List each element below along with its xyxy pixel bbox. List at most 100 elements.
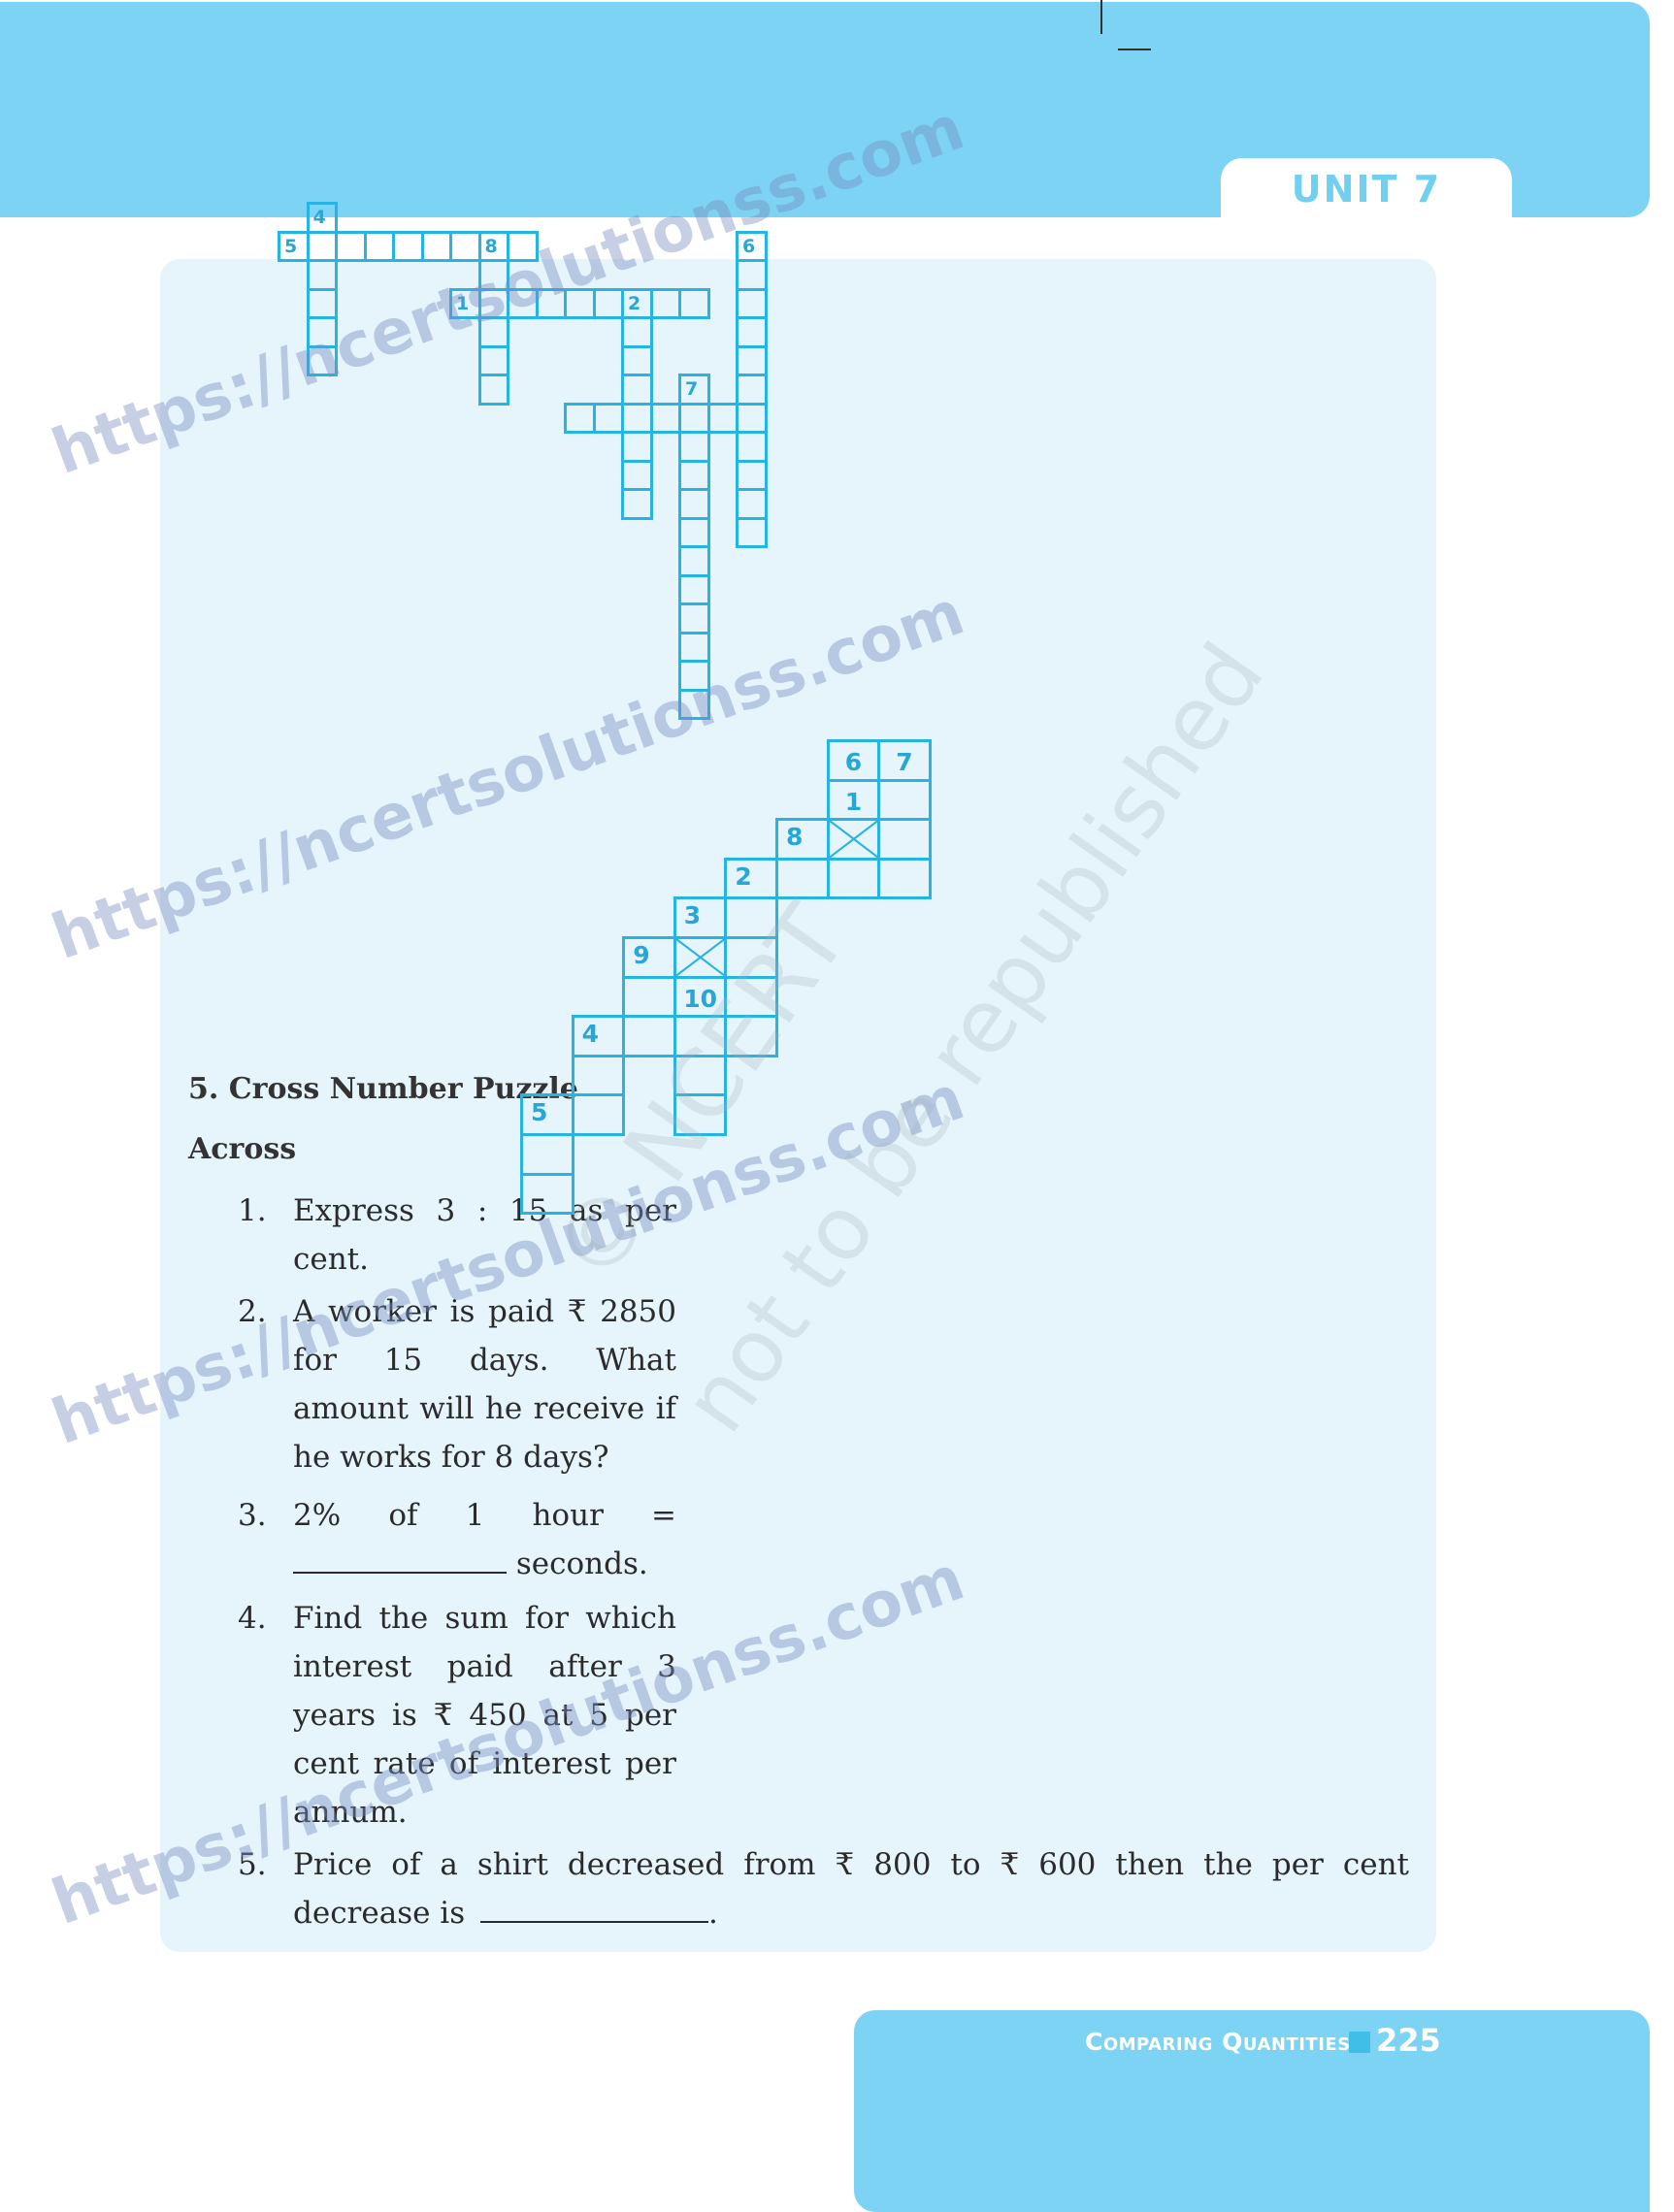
crossword-cell[interactable] [621, 488, 653, 520]
crossword-cell[interactable] [649, 287, 681, 319]
clue-line-text: decrease is [293, 1896, 466, 1931]
clue-line: annum. [293, 1795, 408, 1830]
crossword-cell[interactable] [678, 602, 710, 634]
crossword-cell[interactable]: 7 [678, 374, 710, 406]
clue-line: he works for 8 days? [293, 1440, 609, 1475]
crossword-cell[interactable] [306, 287, 338, 319]
crossword-cell[interactable]: 4 [306, 202, 338, 234]
crossword-cell[interactable] [678, 516, 710, 548]
cross-number-cell[interactable] [826, 857, 881, 900]
crossword-cell[interactable] [736, 287, 768, 319]
clue-2: 2. A worker is paid ₹ 2850 for 15 days. … [238, 1287, 679, 1481]
clue-number: 2. [238, 1294, 267, 1329]
cross-number-cell[interactable] [877, 818, 932, 861]
cross-number-cell[interactable] [877, 778, 932, 822]
crossword-cell[interactable] [335, 230, 367, 262]
crossword-cell[interactable] [736, 402, 768, 434]
clue-1: 1. Express 3 : 15 as per cent. [238, 1187, 679, 1284]
crossword-cell[interactable] [678, 431, 710, 463]
clue-number-label: 3 [683, 901, 702, 930]
clue-number-label: 9 [633, 941, 650, 969]
clue-number: 3. [238, 1498, 267, 1533]
crossword-cell[interactable] [678, 545, 710, 577]
clue-number-label: 7 [685, 378, 699, 400]
crossword-cell[interactable] [621, 431, 653, 463]
crossword-cell[interactable] [678, 402, 710, 434]
crossword-cell[interactable] [678, 488, 710, 520]
clue-line: seconds. [293, 1540, 676, 1588]
clue-line: interest paid after 3 [293, 1649, 676, 1684]
clue-number: 4. [238, 1601, 267, 1636]
clue-number-label: 10 [683, 984, 717, 1013]
crossword-cell[interactable] [736, 259, 768, 291]
crossword-cell[interactable] [592, 402, 624, 434]
crossword-cell[interactable] [678, 631, 710, 663]
crossword-cell[interactable]: 2 [621, 287, 653, 319]
cross-number-cell[interactable]: 7 [877, 739, 932, 782]
clue-line: decrease is . [293, 1889, 1264, 1937]
crossword-cell[interactable] [736, 316, 768, 348]
crossword-cell[interactable] [736, 431, 768, 463]
cross-number-cell[interactable]: 1 [826, 778, 881, 822]
crossword-cell[interactable] [621, 344, 653, 376]
clue-number-label: 2 [628, 292, 641, 314]
cross-number-cell[interactable] [520, 1133, 574, 1176]
cross-number-cell[interactable]: 2 [724, 857, 778, 900]
crossword-cell[interactable]: 5 [278, 230, 310, 262]
crossword-cell[interactable] [649, 402, 681, 434]
crossword-cell[interactable] [449, 230, 481, 262]
crossword-cell[interactable] [736, 488, 768, 520]
crossword-cell[interactable] [678, 287, 710, 319]
cross-number-cell[interactable] [877, 857, 932, 900]
cross-number-cell[interactable]: 9 [622, 936, 676, 979]
crossword-cell[interactable] [736, 516, 768, 548]
crossword-cell[interactable] [507, 230, 539, 262]
cross-number-cell[interactable]: 3 [673, 896, 728, 939]
section-subtitle-across: Across [188, 1132, 297, 1166]
crossword-cell[interactable] [621, 374, 653, 406]
crossword-cell[interactable] [477, 344, 509, 376]
footer-chapter-text: Comparing Quantities [1085, 2028, 1351, 2056]
crossword-cell[interactable] [736, 344, 768, 376]
cross-number-cell[interactable] [520, 1172, 574, 1216]
crossword-cell[interactable] [706, 402, 739, 434]
crossword-cell[interactable] [621, 402, 653, 434]
answer-blank[interactable] [293, 1572, 507, 1574]
clue-line: 2% of 1 hour = [293, 1498, 676, 1533]
answer-blank[interactable] [480, 1921, 708, 1923]
crossword-cell[interactable] [363, 230, 395, 262]
cross-number-cell[interactable]: 5 [520, 1093, 574, 1136]
crossword-cell[interactable] [306, 344, 338, 376]
cross-number-cell[interactable] [571, 1093, 626, 1136]
cross-number-cell[interactable] [673, 1093, 728, 1136]
crossword-cell[interactable] [678, 459, 710, 491]
cross-icon [675, 939, 725, 976]
clue-number-label: 1 [456, 292, 470, 314]
crossword-cell[interactable] [736, 374, 768, 406]
crossword-cell[interactable] [621, 459, 653, 491]
crossword-cell[interactable] [678, 688, 710, 720]
clue-line: cent rate of interest per [293, 1746, 676, 1781]
clue-number-label: 8 [786, 823, 804, 852]
clue-number: 1. [238, 1193, 267, 1228]
crossword-cell[interactable] [564, 402, 596, 434]
cross-number-cell[interactable] [571, 1054, 626, 1097]
clue-line: Price of a shirt decreased from ₹ 800 to… [293, 1847, 1409, 1882]
crossword-cell[interactable] [306, 230, 338, 262]
crossword-cell[interactable] [420, 230, 452, 262]
footer-square-icon [1349, 2032, 1370, 2053]
crossword-cell[interactable] [678, 573, 710, 605]
crossword-cell[interactable] [736, 459, 768, 491]
crossword-cell[interactable] [477, 374, 509, 406]
cross-number-cell[interactable] [622, 975, 676, 1019]
clue-line: Find the sum for which [293, 1601, 676, 1636]
cross-number-cell[interactable] [724, 1015, 778, 1057]
cross-number-cell[interactable]: 6 [826, 739, 881, 782]
cross-number-cell[interactable]: 4 [571, 1015, 626, 1057]
crossword-cell[interactable] [621, 316, 653, 348]
crossword-cell[interactable] [392, 230, 424, 262]
clue-line: years is ₹ 450 at 5 per [293, 1698, 676, 1733]
crossword-cell[interactable] [306, 259, 338, 291]
cross-number-cell[interactable]: 8 [775, 818, 830, 861]
clue-line: amount will he receive if [293, 1391, 676, 1426]
